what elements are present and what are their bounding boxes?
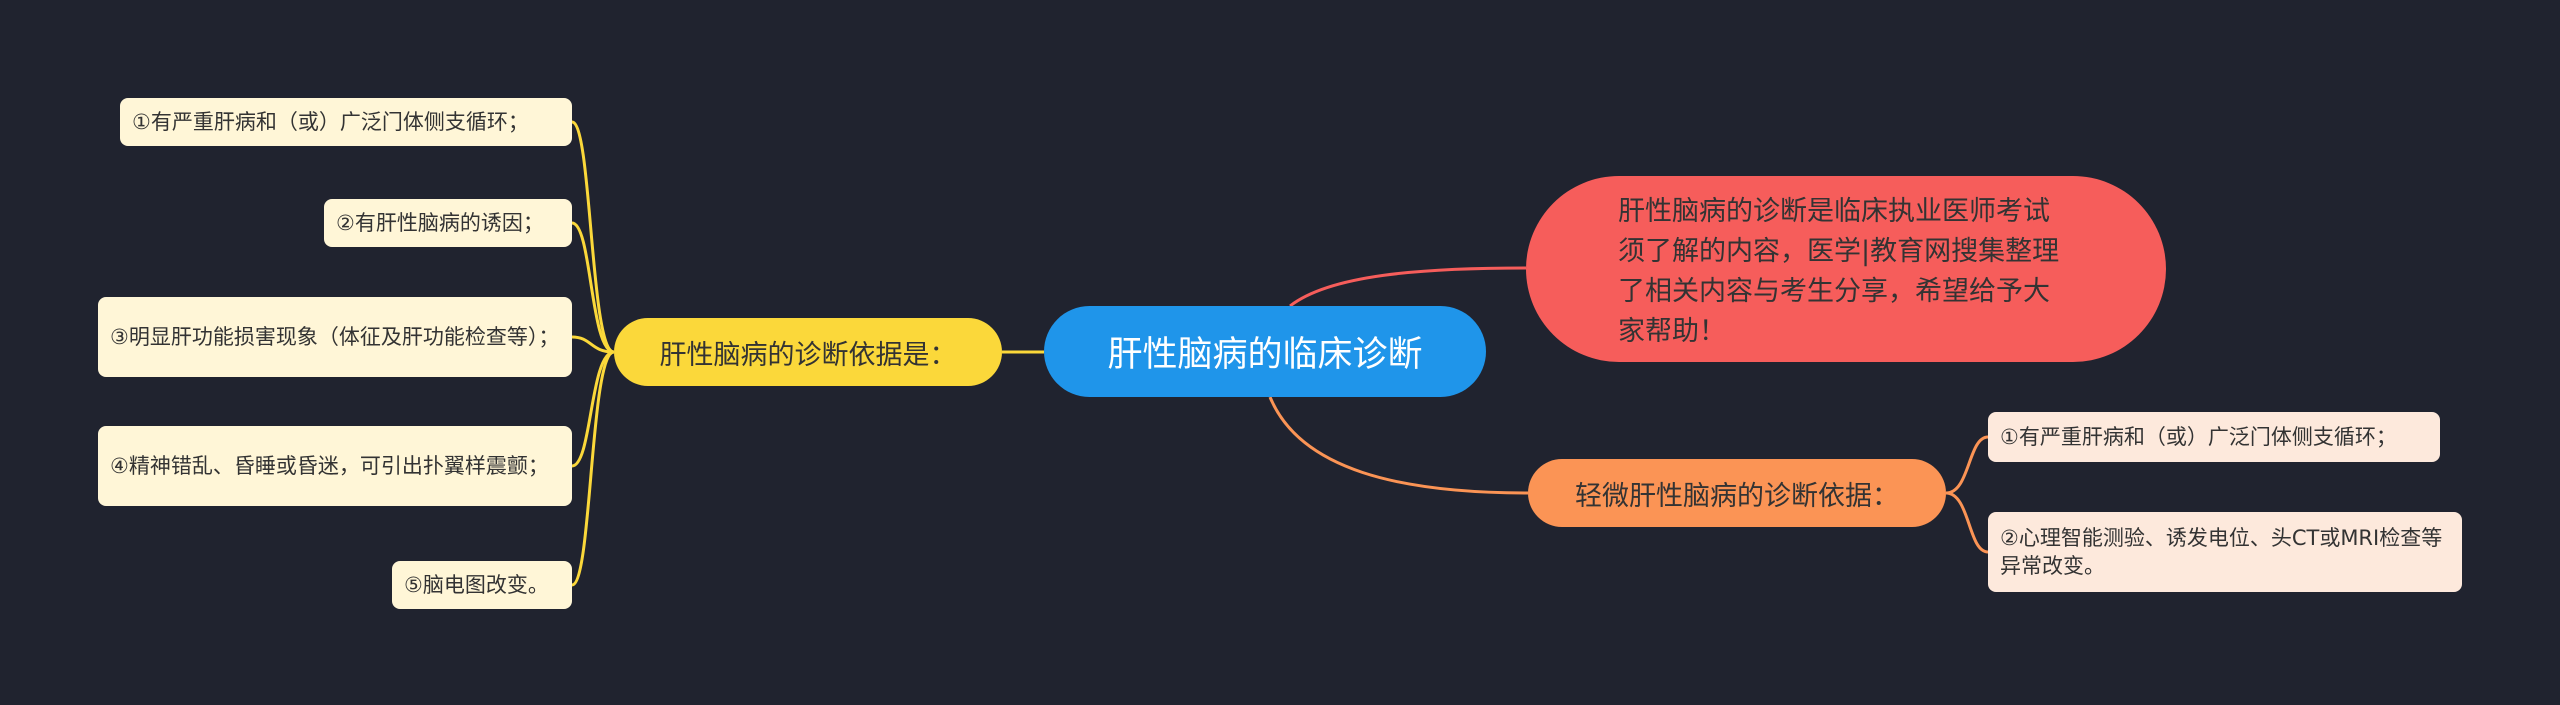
left-leaf-1[interactable]: ①有严重肝病和（或）广泛门体侧支循环； <box>120 98 572 146</box>
intro-topic[interactable]: 肝性脑病的诊断是临床执业医师考试须了解的内容，医学|教育网搜集整理了相关内容与考… <box>1526 176 2166 362</box>
left-leaf-5[interactable]: ⑤脑电图改变。 <box>392 561 572 609</box>
link-left-leaf-2 <box>571 221 615 354</box>
left-leaf-2-text: ②有肝性脑病的诱因； <box>336 211 544 235</box>
right-leaf-2-text: ②心理智能测验、诱发电位、头CT或MRI检查等异常改变。 <box>2000 526 2443 578</box>
right-leaf-2[interactable]: ②心理智能测验、诱发电位、头CT或MRI检查等异常改变。 <box>1988 512 2462 592</box>
link-right-leaf-2 <box>1945 491 1989 554</box>
left-leaf-3-text: ③明显肝功能损害现象（体征及肝功能检查等）； <box>110 325 560 349</box>
left-leaf-1-text: ①有严重肝病和（或）广泛门体侧支循环； <box>132 110 529 134</box>
central-topic[interactable]: 肝性脑病的临床诊断 <box>1044 306 1486 397</box>
right-branch-label: 轻微肝性脑病的诊断依据： <box>1575 480 1899 512</box>
link-left-leaf-4 <box>571 350 615 468</box>
link-right-leaf-1 <box>1945 435 1989 495</box>
link-left-leaf-3 <box>571 335 615 354</box>
left-leaf-4[interactable]: ④精神错乱、昏睡或昏迷，可引出扑翼样震颤； <box>98 426 572 506</box>
left-leaf-5-text: ⑤脑电图改变。 <box>404 573 549 597</box>
right-leaf-1-text: ①有严重肝病和（或）广泛门体侧支循环； <box>2000 425 2397 449</box>
right-leaf-1[interactable]: ①有严重肝病和（或）广泛门体侧支循环； <box>1988 412 2440 462</box>
link-center-intro <box>1289 266 1527 308</box>
central-topic-label: 肝性脑病的临床诊断 <box>1107 335 1423 375</box>
left-branch-topic[interactable]: 肝性脑病的诊断依据是： <box>614 318 1002 386</box>
link-left-leaf-5 <box>571 350 615 587</box>
intro-topic-text: 肝性脑病的诊断是临床执业医师考试须了解的内容，医学|教育网搜集整理了相关内容与考… <box>1618 196 2060 347</box>
link-center-right-topic <box>1268 396 1529 495</box>
right-branch-topic[interactable]: 轻微肝性脑病的诊断依据： <box>1528 459 1946 527</box>
left-branch-label: 肝性脑病的诊断依据是： <box>659 339 957 371</box>
left-leaf-2[interactable]: ②有肝性脑病的诱因； <box>324 199 572 247</box>
left-leaf-4-text: ④精神错乱、昏睡或昏迷，可引出扑翼样震颤； <box>110 454 549 478</box>
link-left-leaf-1 <box>571 120 615 354</box>
left-leaf-3[interactable]: ③明显肝功能损害现象（体征及肝功能检查等）； <box>98 297 572 377</box>
